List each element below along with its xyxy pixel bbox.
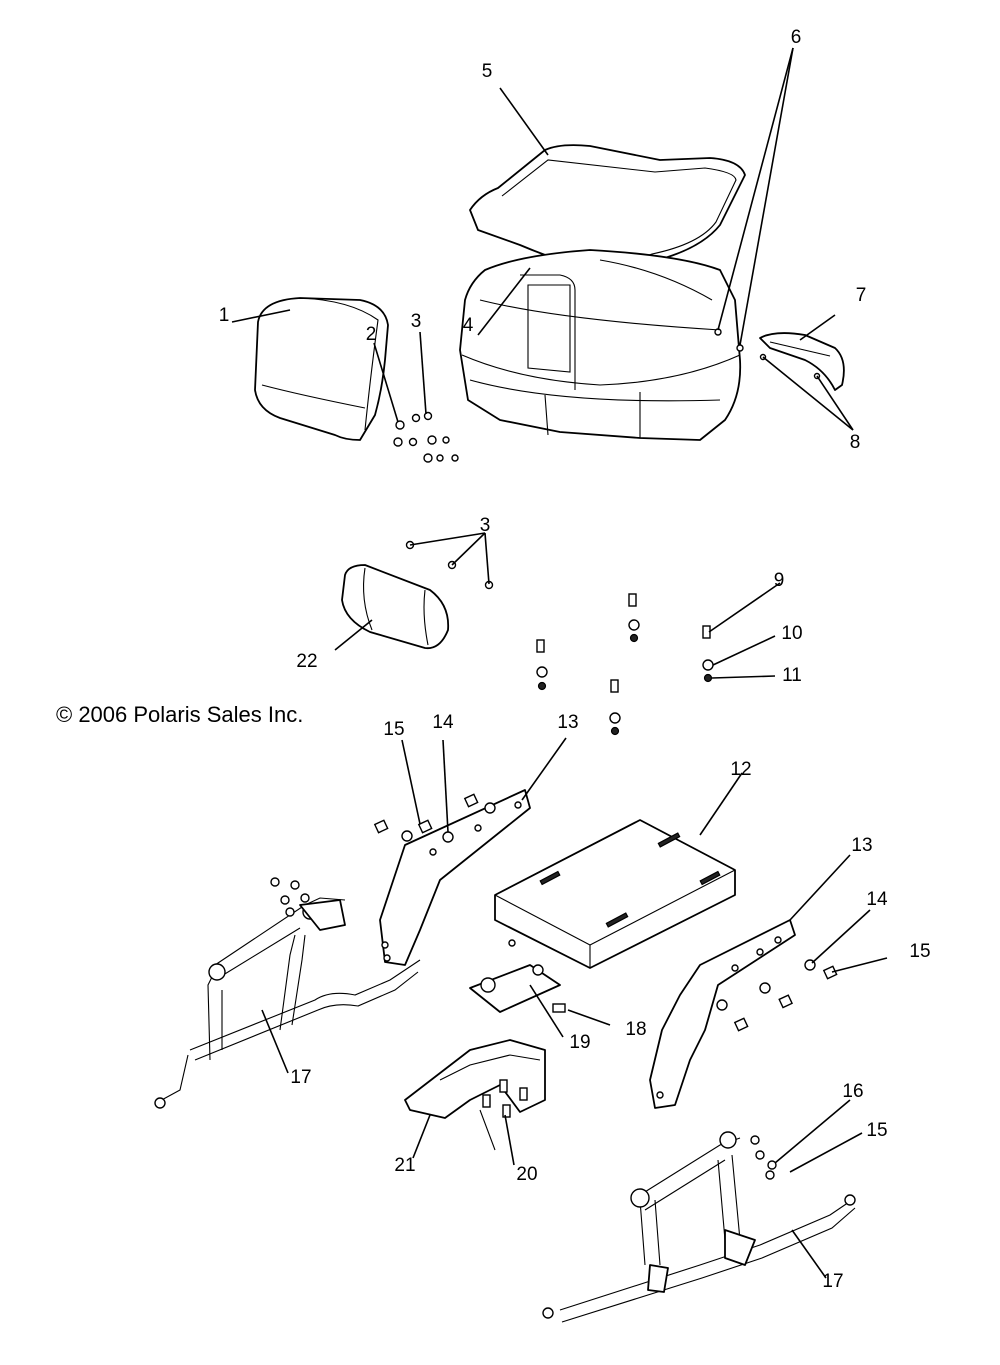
part-18-bolt [508, 939, 566, 1013]
callout-3a: 3 [411, 311, 422, 332]
callout-9: 9 [774, 570, 785, 591]
part-17-left-bracket [154, 877, 421, 1109]
callout-5: 5 [482, 61, 493, 82]
part-12-base-plate [494, 819, 736, 969]
callout-15b: 15 [909, 941, 930, 962]
callout-20: 20 [516, 1164, 537, 1185]
leader-lines [231, 47, 888, 1279]
callout-10: 10 [781, 623, 802, 644]
callout-15c: 15 [866, 1120, 887, 1141]
part-21-center-bracket [404, 1039, 546, 1151]
callout-2: 2 [366, 324, 377, 345]
part-19-plate [469, 964, 561, 1013]
part-7-reflector [759, 332, 845, 391]
callout-labels: 5 6 7 4 1 2 3 8 3 9 10 11 22 © 2006 Pola… [56, 27, 931, 1292]
callout-19: 19 [569, 1032, 590, 1053]
callout-3b: 3 [480, 515, 491, 536]
part-22-pad [341, 564, 450, 650]
callout-8: 8 [850, 432, 861, 453]
callout-14b: 14 [866, 889, 888, 910]
callout-6: 6 [791, 27, 802, 48]
part-1-backrest [254, 297, 389, 441]
callout-15a: 15 [383, 719, 404, 740]
small-hardware [393, 328, 821, 736]
callout-4: 4 [463, 315, 474, 336]
part-5-liner [469, 144, 746, 281]
callout-18: 18 [625, 1019, 646, 1040]
callout-22: 22 [296, 651, 317, 672]
callout-13a: 13 [557, 712, 578, 733]
callout-21: 21 [394, 1155, 415, 1176]
part-20-bolts [482, 1079, 528, 1118]
part-17-right-bracket [542, 1131, 856, 1323]
callout-16: 16 [842, 1081, 863, 1102]
callout-12: 12 [730, 759, 751, 780]
part-4-top-case [459, 249, 742, 441]
callout-17b: 17 [822, 1271, 843, 1292]
copyright-notice: © 2006 Polaris Sales Inc. [56, 702, 303, 727]
part-13-side-plates [379, 789, 796, 1109]
callout-7: 7 [856, 285, 867, 306]
callout-14a: 14 [432, 712, 454, 733]
callout-1: 1 [219, 305, 230, 326]
callout-13b: 13 [851, 835, 872, 856]
callout-17a: 17 [290, 1067, 311, 1088]
callout-11: 11 [782, 665, 802, 686]
